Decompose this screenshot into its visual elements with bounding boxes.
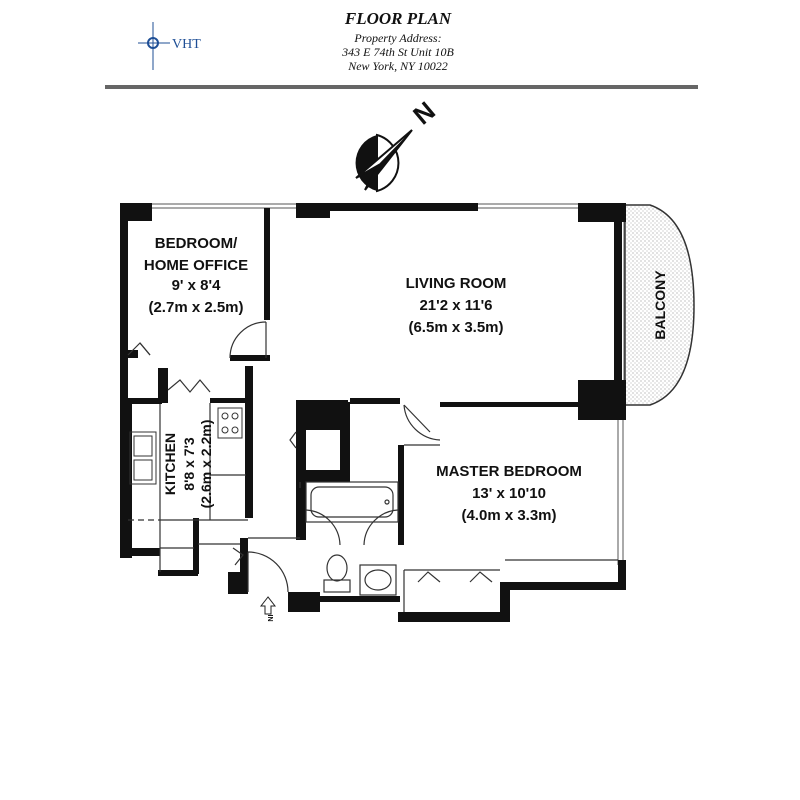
room-living-room: LIVING ROOM 21'2 x 11'6 (6.5m x 3.5m): [406, 275, 507, 336]
entrance-marker: IN: [259, 596, 277, 622]
address-label: Property Address:: [353, 31, 441, 45]
vht-logo: VHT: [138, 22, 201, 70]
balcony: BALCONY: [624, 204, 695, 406]
master-dims-m: (4.0m x 3.3m): [461, 507, 556, 524]
bathtub: [305, 481, 399, 523]
kitchen-dims-m: (2.6m x 2.2m): [198, 420, 214, 509]
living-dims-m: (6.5m x 3.5m): [408, 319, 503, 336]
address-line-2: New York, NY 10022: [347, 59, 448, 73]
entrance-label: IN: [266, 615, 273, 622]
master-name: MASTER BEDROOM: [436, 463, 582, 480]
bedroom-dims-ft: 9' x 8'4: [172, 277, 221, 294]
room-bedroom-home-office: BEDROOM/ HOME OFFICE 9' x 8'4 (2.7m x 2.…: [144, 235, 248, 316]
north-compass: N: [355, 95, 441, 193]
header-divider: [105, 85, 698, 89]
interior-lines: [128, 403, 618, 612]
bedroom-name-line-2: HOME OFFICE: [144, 257, 248, 274]
living-dims-ft: 21'2 x 11'6: [419, 297, 492, 314]
room-master-bedroom: MASTER BEDROOM 13' x 10'10 (4.0m x 3.3m): [436, 463, 582, 524]
master-dims-ft: 13' x 10'10: [472, 485, 546, 502]
kitchen-name: KITCHEN: [162, 433, 178, 495]
door-swings: [127, 321, 493, 593]
living-name: LIVING ROOM: [406, 275, 507, 292]
kitchen-sink: [129, 431, 157, 485]
toilet: [323, 554, 351, 593]
north-label: N: [407, 95, 441, 130]
plan-title: FLOOR PLAN: [344, 9, 452, 28]
address-line-1: 343 E 74th St Unit 10B: [341, 45, 454, 59]
balcony-label: BALCONY: [652, 270, 668, 340]
kitchen-dims-ft: 8'8 x 7'3: [181, 437, 197, 491]
room-kitchen: KITCHEN 8'8 x 7'3 (2.6m x 2.2m): [162, 420, 214, 509]
walls: [120, 203, 626, 622]
logo-text: VHT: [172, 37, 201, 52]
bedroom-dims-m: (2.7m x 2.5m): [148, 299, 243, 316]
bathroom-sink: [359, 564, 397, 596]
stove: [217, 407, 243, 439]
bedroom-name-line-1: BEDROOM/: [155, 235, 238, 252]
